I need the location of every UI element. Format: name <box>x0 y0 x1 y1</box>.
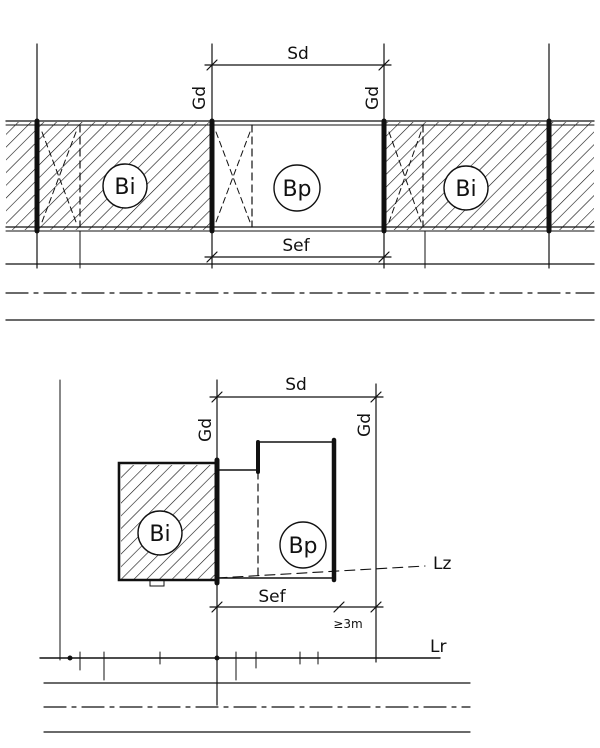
bottom-gd-left-label: Gd <box>196 418 216 442</box>
bottom-lz-label: Lz <box>433 554 451 574</box>
bottom-bp-circle <box>279 521 327 569</box>
top-bp-circle <box>273 164 321 212</box>
bottom-bi-label: Bi <box>149 522 170 547</box>
bottom-lr-dot-1 <box>67 655 73 661</box>
bottom-bi-circle <box>137 510 183 556</box>
top-plan <box>5 43 595 321</box>
top-x-mark-center <box>215 131 251 223</box>
top-building-right-hatch <box>384 122 594 230</box>
bottom-min-distance-label: ≥3m <box>333 617 362 631</box>
bottom-plan <box>39 379 471 733</box>
bottom-lz-line <box>216 565 426 579</box>
bottom-sef-label: Sef <box>258 587 286 607</box>
bottom-bp-label: Bp <box>288 534 317 559</box>
top-gd-left-label: Gd <box>190 86 210 110</box>
bottom-bp-outline <box>216 441 335 579</box>
bottom-sd-tick-left <box>211 391 223 403</box>
top-bi-right-bg <box>444 166 488 210</box>
bottom-sef-tick-mid <box>333 601 345 613</box>
bottom-sd-label: Sd <box>285 375 307 395</box>
bottom-sef-tick-right <box>370 601 382 613</box>
top-x-mark-left <box>41 131 77 223</box>
top-sef-label: Sef <box>282 236 310 256</box>
top-bi-left-circle <box>102 163 148 209</box>
top-bp-label: Bp <box>282 177 311 202</box>
bottom-lr-label: Lr <box>430 637 446 657</box>
top-bi-left-bg <box>103 164 147 208</box>
top-x-mark-right <box>388 131 422 223</box>
top-sd-tick-left <box>206 59 218 71</box>
top-sd-tick-right <box>378 59 390 71</box>
top-sef-tick-right <box>378 251 390 263</box>
top-bi-left-label: Bi <box>114 175 135 200</box>
top-sef-tick-left <box>206 251 218 263</box>
top-gd-right-label: Gd <box>363 86 383 110</box>
top-bi-right-label: Bi <box>455 177 476 202</box>
bottom-sef-tick-left <box>211 601 223 613</box>
bottom-bi-bg <box>138 511 182 555</box>
bottom-sd-tick-right <box>370 391 382 403</box>
top-bi-right-circle <box>443 165 489 211</box>
top-sd-label: Sd <box>287 44 309 64</box>
bottom-lr-dot-2 <box>214 655 220 661</box>
bottom-gd-right-label: Gd <box>355 413 375 437</box>
bottom-building-notch <box>149 579 165 587</box>
